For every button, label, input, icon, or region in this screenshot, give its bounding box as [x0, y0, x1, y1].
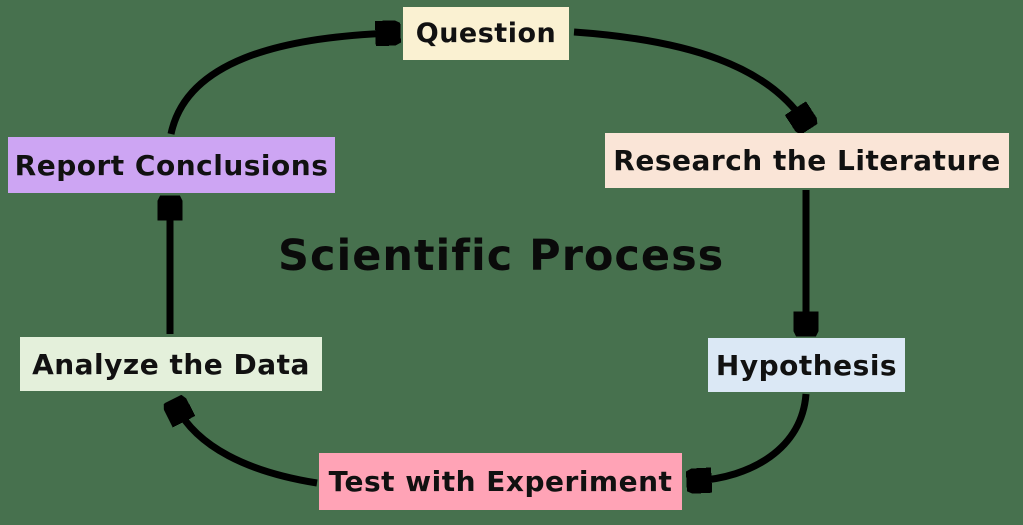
arrow-test-to-analyze [176, 406, 318, 487]
step-analyze-the-data: Analyze the Data [20, 337, 322, 391]
step-report-conclusions: Report Conclusions [8, 137, 335, 193]
step-question: Question [403, 7, 569, 60]
step-test-label: Test with Experiment [328, 465, 673, 498]
step-hypothesis: Hypothesis [708, 338, 905, 392]
arrow-question-to-research [573, 28, 805, 123]
step-research-the-literature: Research the Literature [605, 133, 1009, 188]
step-test-with-experiment: Test with Experiment [319, 453, 682, 510]
step-hypothesis-label: Hypothesis [715, 348, 898, 382]
step-research-label: Research the Literature [613, 144, 1001, 177]
step-report-label: Report Conclusions [14, 148, 329, 182]
arrow-hypothesis-to-test [694, 393, 810, 481]
arrow-report-to-question [167, 33, 393, 135]
step-question-label: Question [415, 18, 557, 49]
step-analyze-label: Analyze the Data [32, 347, 310, 381]
diagram-title: Scientific Process [278, 231, 725, 281]
